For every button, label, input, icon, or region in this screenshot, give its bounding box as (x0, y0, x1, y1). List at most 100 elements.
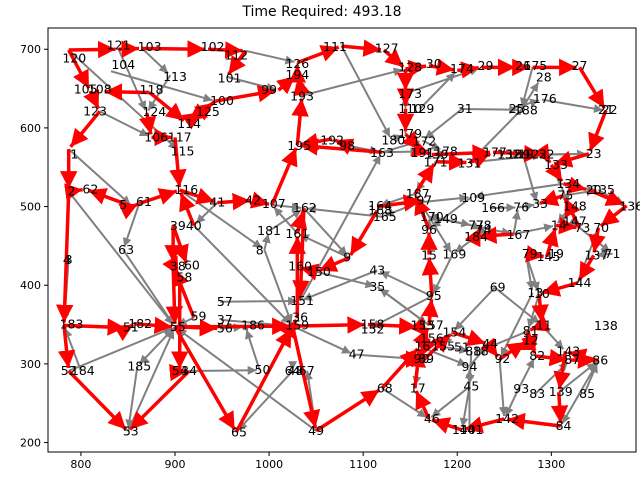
route-edge (118, 202, 139, 220)
node-label: 8 (256, 243, 264, 258)
network-edge (498, 359, 508, 417)
node-label: 152 (361, 321, 385, 336)
node-label: 55 (170, 319, 186, 334)
network-edge (292, 325, 352, 355)
node-label: 158 (361, 317, 385, 332)
chart-title: Time Required: 493.18 (241, 4, 401, 20)
node-label: 34 (181, 363, 197, 378)
route-edge (291, 98, 309, 146)
route-edge (451, 329, 486, 347)
network-edge (303, 207, 348, 257)
node-label: 15 (421, 247, 437, 262)
network-edge (418, 71, 456, 110)
node-label: 132 (497, 147, 521, 162)
node-label: 46 (424, 411, 440, 426)
route-edge (464, 416, 505, 434)
y-tick-label: 600 (20, 122, 41, 135)
route-edge (207, 41, 243, 59)
route-edge (435, 153, 467, 171)
route-edge (533, 143, 552, 164)
node-label: 157 (420, 317, 444, 332)
route-edge (377, 194, 422, 212)
node-label: 122 (523, 147, 547, 162)
node-label: 134 (556, 176, 580, 191)
node-label: 84 (556, 418, 572, 433)
route-edge (270, 147, 298, 206)
route-edge (179, 187, 216, 205)
node-label: 106 (144, 129, 168, 144)
node-label: 131 (458, 155, 482, 170)
network-edge (195, 201, 219, 225)
route-edge (104, 83, 150, 101)
network-edge (379, 270, 433, 298)
y-tick-label: 400 (20, 279, 41, 292)
network-edge (453, 286, 496, 331)
node-label: 113 (163, 69, 187, 84)
route-edge (588, 227, 606, 253)
network-edge (424, 108, 463, 140)
y-tick-label: 700 (20, 43, 41, 56)
node-label: 179 (398, 126, 422, 141)
node-label: 128 (398, 59, 422, 74)
node-label: 17 (410, 380, 426, 395)
network-edge (518, 201, 535, 211)
network-edge (63, 327, 82, 372)
node-label: 144 (568, 275, 592, 290)
route-edge (83, 89, 101, 110)
route-edge (457, 61, 479, 79)
network-edge (176, 327, 317, 432)
node-label: 13 (527, 285, 543, 300)
route-edge (539, 189, 565, 207)
route-edge (525, 245, 544, 263)
node-label: 3 (65, 252, 73, 267)
route-edge (162, 255, 180, 276)
route-edge (588, 109, 608, 152)
node-label: 83 (529, 386, 545, 401)
node-label: 25 (509, 101, 525, 116)
node-label: 163 (370, 145, 394, 160)
node-label: 61 (136, 194, 152, 209)
node-label: 82 (529, 348, 545, 363)
node-label: 114 (177, 116, 201, 131)
route-layer (55, 39, 628, 434)
node-label: 118 (140, 82, 164, 97)
node-label: 141 (459, 422, 483, 437)
node-label: 95 (426, 288, 442, 303)
node-label: 148 (563, 199, 587, 214)
route-edge (535, 348, 568, 367)
node-label: 111 (323, 39, 347, 54)
route-edge (421, 299, 439, 326)
node-label: 4 (63, 252, 71, 267)
route-edge (541, 279, 579, 297)
x-tick-label: 1000 (255, 458, 283, 471)
node-label: 101 (218, 70, 242, 85)
route-edge (134, 316, 173, 335)
node-label: 159 (285, 317, 309, 332)
route-edge (227, 49, 247, 76)
route-edge (118, 40, 140, 58)
node-label: 16 (414, 339, 430, 354)
route-edge (529, 315, 551, 332)
node-label: 156 (420, 331, 444, 346)
route-edge (128, 369, 191, 431)
route-edge (68, 40, 116, 59)
node-label: 35 (369, 279, 385, 294)
node-label: 129 (411, 101, 435, 116)
node-label: 97 (416, 192, 432, 207)
network-edge (302, 269, 378, 301)
route-edge (563, 176, 587, 194)
node-label: 108 (88, 81, 112, 96)
node-label: 189 (506, 147, 530, 162)
node-label: 93 (513, 381, 529, 396)
node-label: 143 (556, 343, 580, 358)
node-label: 96 (421, 222, 437, 237)
route-edge (315, 388, 381, 433)
network-edge (245, 49, 295, 65)
node-label: 56 (217, 320, 233, 335)
node-label: 161 (285, 226, 309, 241)
node-label: 75 (557, 188, 573, 203)
route-edge (423, 333, 452, 361)
network-edge (474, 182, 564, 200)
node-label: 5 (119, 197, 127, 212)
